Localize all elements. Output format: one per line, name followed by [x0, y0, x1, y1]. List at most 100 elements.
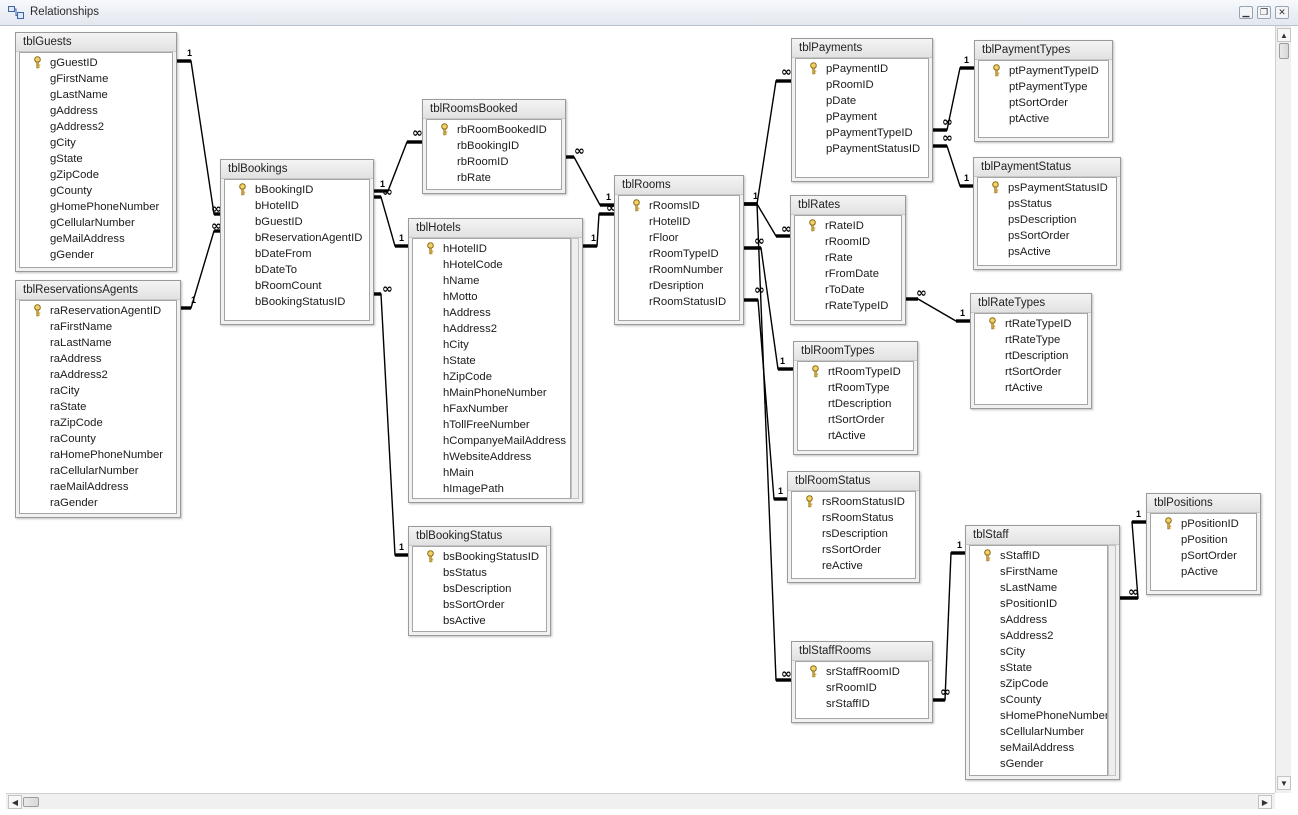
field-item[interactable]: bBookingID	[225, 182, 369, 198]
field-item[interactable]: rbBookingID	[427, 138, 561, 154]
field-item[interactable]: hTollFreeNumber	[413, 417, 570, 433]
field-item[interactable]: rRoomNumber	[619, 262, 739, 278]
field-item[interactable]: hCompanyeMailAddress	[413, 433, 570, 449]
field-item[interactable]: sLastName	[970, 580, 1107, 596]
field-item[interactable]: rtRoomTypeID	[798, 364, 913, 380]
table-title[interactable]: tblGuests	[16, 33, 176, 52]
field-item[interactable]: rRoomTypeID	[619, 246, 739, 262]
field-item[interactable]: seMailAddress	[970, 740, 1107, 756]
scroll-left-button[interactable]: ◀	[8, 795, 22, 809]
vertical-scrollbar[interactable]: ▲ ▼	[1275, 26, 1291, 793]
field-item[interactable]: geMailAddress	[20, 231, 172, 247]
field-item[interactable]: raState	[20, 399, 176, 415]
field-item[interactable]: rDesription	[619, 278, 739, 294]
relationship-line[interactable]	[933, 145, 973, 187]
field-item[interactable]: ptPaymentType	[979, 79, 1108, 95]
field-item[interactable]: srStaffRoomID	[796, 664, 928, 680]
field-item[interactable]: hName	[413, 273, 570, 289]
field-item[interactable]: hWebsiteAddress	[413, 449, 570, 465]
field-item[interactable]: gCity	[20, 135, 172, 151]
field-item[interactable]: sFirstName	[970, 564, 1107, 580]
field-item[interactable]: pRoomID	[796, 77, 928, 93]
table-title[interactable]: tblBookings	[221, 160, 373, 179]
table-title[interactable]: tblPaymentStatus	[974, 158, 1120, 177]
table-scrollbar[interactable]	[571, 238, 579, 499]
field-item[interactable]: rbRate	[427, 170, 561, 186]
table-title[interactable]: tblReservationsAgents	[16, 281, 180, 300]
field-item[interactable]: gZipCode	[20, 167, 172, 183]
field-item[interactable]: rRateTypeID	[795, 298, 901, 314]
relationship-line[interactable]	[744, 203, 791, 681]
field-item[interactable]: rsRoomStatus	[792, 510, 915, 526]
vertical-scroll-thumb[interactable]	[1279, 43, 1289, 59]
field-item[interactable]: hMain	[413, 465, 570, 481]
field-item[interactable]: pPositionID	[1151, 516, 1256, 532]
table-title[interactable]: tblHotels	[409, 219, 582, 238]
field-item[interactable]: reActive	[792, 558, 915, 574]
relationship-line[interactable]	[744, 247, 793, 370]
field-item[interactable]: raCellularNumber	[20, 463, 176, 479]
field-item[interactable]: srRoomID	[796, 680, 928, 696]
field-item[interactable]: hHotelID	[413, 241, 570, 257]
field-item[interactable]: sState	[970, 660, 1107, 676]
field-item[interactable]: pPaymentTypeID	[796, 125, 928, 141]
field-item[interactable]: rToDate	[795, 282, 901, 298]
field-item[interactable]: raCounty	[20, 431, 176, 447]
field-item[interactable]: gHomePhoneNumber	[20, 199, 172, 215]
field-item[interactable]: bsSortOrder	[413, 597, 546, 613]
field-item[interactable]: raGender	[20, 495, 176, 511]
field-item[interactable]: sAddress2	[970, 628, 1107, 644]
field-item[interactable]: rtSortOrder	[975, 364, 1087, 380]
field-item[interactable]: bsDescription	[413, 581, 546, 597]
field-item[interactable]: hCity	[413, 337, 570, 353]
field-item[interactable]: bDateFrom	[225, 246, 369, 262]
field-item[interactable]: rsRoomStatusID	[792, 494, 915, 510]
horizontal-scrollbar[interactable]: ◀ ▶	[6, 793, 1275, 809]
field-item[interactable]: pSortOrder	[1151, 548, 1256, 564]
field-item[interactable]: sHomePhoneNumber	[970, 708, 1107, 724]
field-item[interactable]: sPositionID	[970, 596, 1107, 612]
relationship-line[interactable]	[906, 298, 970, 322]
field-item[interactable]: gGuestID	[20, 55, 172, 71]
field-item[interactable]: sZipCode	[970, 676, 1107, 692]
field-item[interactable]: rtRateTypeID	[975, 316, 1087, 332]
relationship-line[interactable]	[933, 552, 965, 701]
scroll-up-button[interactable]: ▲	[1277, 28, 1291, 42]
field-item[interactable]: psStatus	[978, 196, 1116, 212]
horizontal-scroll-thumb[interactable]	[23, 797, 39, 807]
field-item[interactable]: bBookingStatusID	[225, 294, 369, 310]
field-item[interactable]: hFaxNumber	[413, 401, 570, 417]
field-item[interactable]: gGender	[20, 247, 172, 263]
close-button[interactable]: ✕	[1275, 6, 1289, 19]
field-item[interactable]: raAddress	[20, 351, 176, 367]
field-item[interactable]: ptActive	[979, 111, 1108, 127]
field-item[interactable]: hAddress2	[413, 321, 570, 337]
field-item[interactable]: gAddress	[20, 103, 172, 119]
field-item[interactable]: hMotto	[413, 289, 570, 305]
table-scrollbar[interactable]	[1108, 545, 1116, 776]
field-item[interactable]: pPosition	[1151, 532, 1256, 548]
field-item[interactable]: rsDescription	[792, 526, 915, 542]
relationship-line[interactable]	[933, 67, 974, 131]
field-item[interactable]: pPaymentStatusID	[796, 141, 928, 157]
table-title[interactable]: tblPaymentTypes	[975, 41, 1112, 60]
field-item[interactable]: rHotelID	[619, 214, 739, 230]
field-item[interactable]: raLastName	[20, 335, 176, 351]
field-item[interactable]: sCounty	[970, 692, 1107, 708]
field-item[interactable]: raZipCode	[20, 415, 176, 431]
field-item[interactable]: hMainPhoneNumber	[413, 385, 570, 401]
field-item[interactable]: sCity	[970, 644, 1107, 660]
field-item[interactable]: sGender	[970, 756, 1107, 772]
table-title[interactable]: tblRates	[791, 196, 905, 215]
scroll-right-button[interactable]: ▶	[1258, 795, 1272, 809]
table-title[interactable]: tblRooms	[615, 176, 743, 195]
field-item[interactable]: hHotelCode	[413, 257, 570, 273]
field-item[interactable]: rRate	[795, 250, 901, 266]
relationship-line[interactable]	[181, 230, 220, 309]
field-item[interactable]: raAddress2	[20, 367, 176, 383]
restore-button[interactable]: ❐	[1257, 6, 1271, 19]
